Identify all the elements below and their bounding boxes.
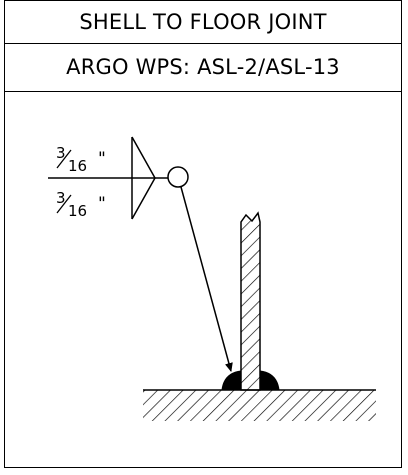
floor-plate-hatch	[143, 390, 376, 421]
left-fillet-weld	[221, 370, 242, 391]
arrow-side-numerator: 3	[56, 144, 66, 162]
wps-label: ARGO WPS: ASL-2/ASL-13	[66, 55, 340, 79]
other-side-numerator: 3	[56, 189, 66, 207]
other-side-size-label: 3 16 "	[56, 189, 106, 220]
shell-plate	[240, 211, 261, 391]
arrow-side-size-label: 3 16 "	[56, 144, 106, 175]
fillet-symbol	[131, 136, 156, 220]
right-fillet-weld	[259, 370, 280, 391]
arrow-leader	[180, 186, 233, 372]
arrow-side-denominator: 16	[68, 157, 87, 175]
drawing-frame: SHELL TO FLOOR JOINT ARGO WPS: ASL-2/ASL…	[4, 0, 402, 468]
joint-title: SHELL TO FLOOR JOINT	[79, 10, 327, 34]
other-side-denominator: 16	[68, 202, 87, 220]
wps-row: ARGO WPS: ASL-2/ASL-13	[5, 44, 401, 92]
other-side-unit: "	[98, 194, 106, 214]
weld-all-around-icon	[167, 166, 189, 188]
title-row: SHELL TO FLOOR JOINT	[5, 1, 401, 44]
arrow-side-unit: "	[98, 149, 106, 169]
